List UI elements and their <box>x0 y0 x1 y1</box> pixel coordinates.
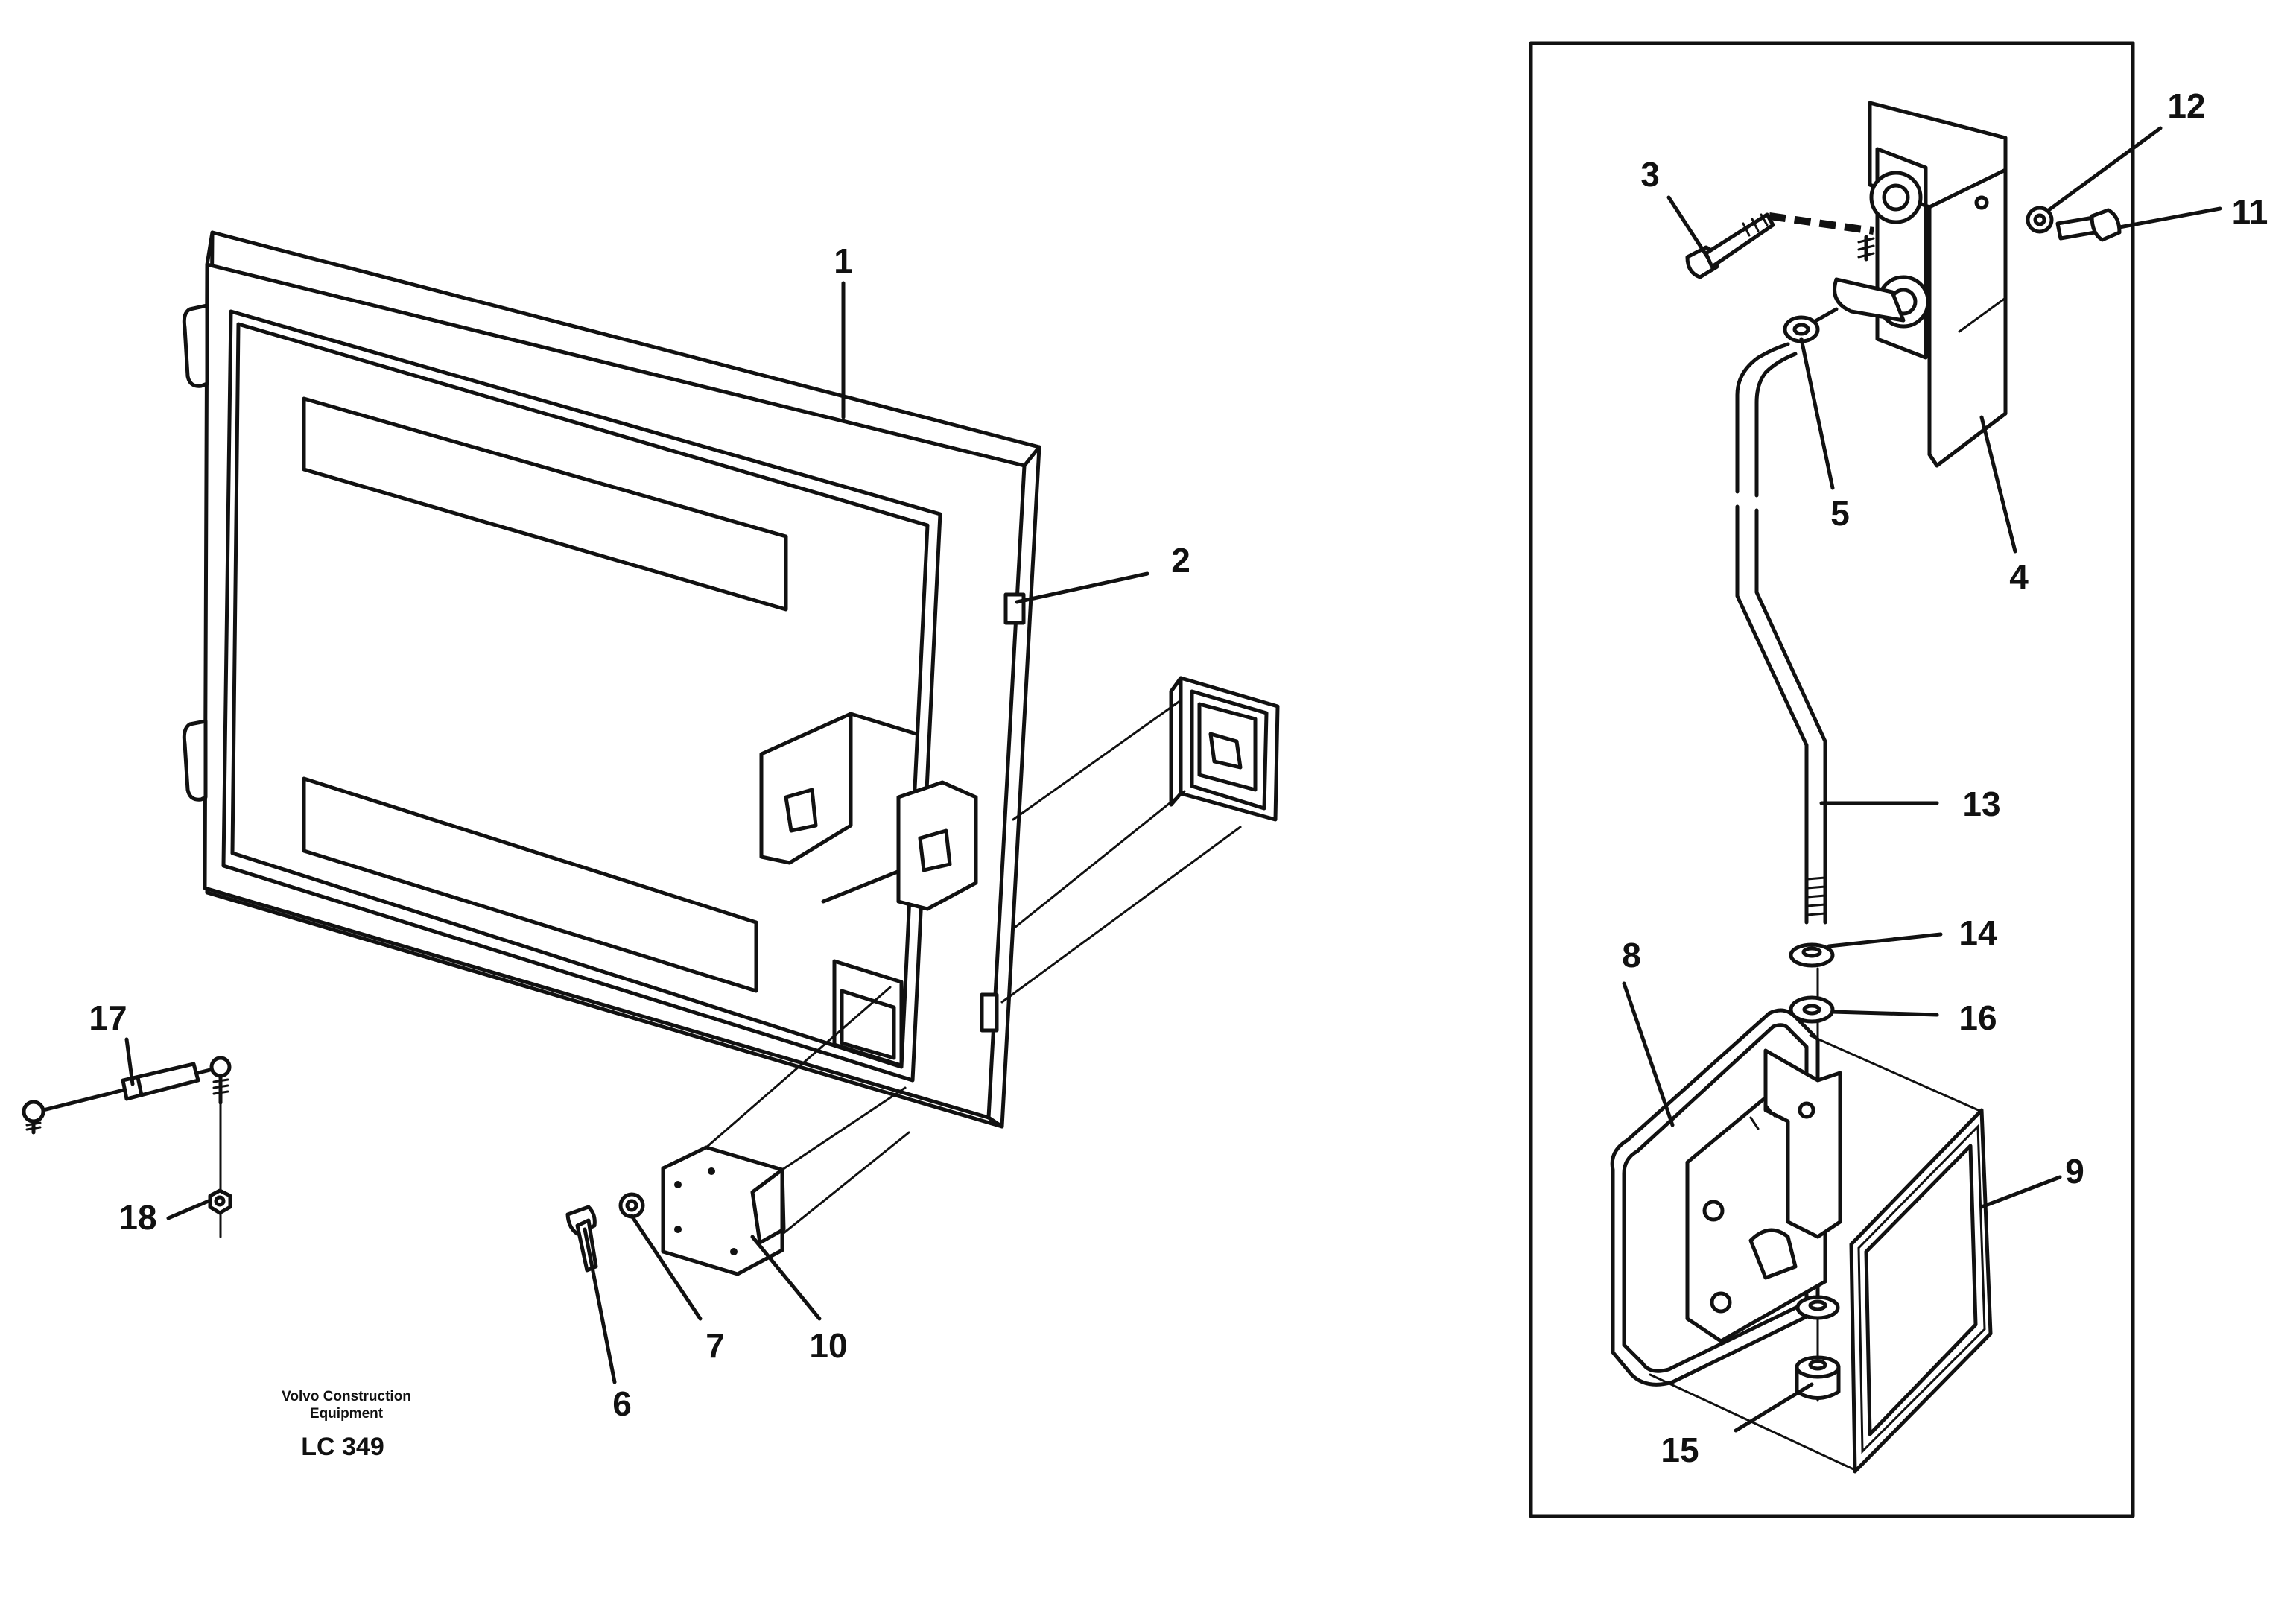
bracket-10-body <box>661 1145 784 1276</box>
item-11-bolt <box>2055 208 2122 242</box>
detail-frame <box>1529 41 2135 1518</box>
leader-lines <box>124 126 2222 1433</box>
callout-10: 10 <box>809 1326 847 1365</box>
lock-brackets <box>759 712 978 1068</box>
handle-recess-assembly <box>1000 676 1280 1004</box>
callout-4: 4 <box>2009 557 2029 596</box>
item-14-spacer <box>1789 942 1835 968</box>
front-bracket <box>896 780 978 911</box>
callout-6: 6 <box>612 1384 632 1423</box>
gasket-outer <box>1849 1108 1993 1474</box>
callout-1: 1 <box>834 241 853 280</box>
upper-hinge <box>182 303 209 388</box>
callout-13: 13 <box>1962 785 2000 823</box>
door-lower-label-plate <box>302 776 758 993</box>
callout-18: 18 <box>118 1198 156 1237</box>
door-panel <box>182 230 1041 1129</box>
strut-cylinder <box>121 1062 200 1101</box>
door-inner-frame <box>221 309 942 1083</box>
item-7-washer <box>618 1192 645 1219</box>
item-16-washer <box>1789 995 1835 1024</box>
item-17-gas-strut <box>22 1056 232 1238</box>
side-clip <box>980 992 999 1033</box>
callout-15: 15 <box>1661 1431 1699 1469</box>
drawing-credit: Volvo Construction Equipment LC 349 <box>282 1389 411 1461</box>
latch-roller-upper <box>1869 171 1923 224</box>
callout-2: 2 <box>1171 541 1190 580</box>
callout-9: 9 <box>2065 1152 2084 1191</box>
item-2-clip <box>1003 592 1026 625</box>
credit-line-1: Volvo Construction <box>282 1389 411 1404</box>
callout-7: 7 <box>705 1326 725 1365</box>
callout-14: 14 <box>1959 913 1997 952</box>
item-15-bushing <box>1795 1355 1841 1400</box>
item-18-nut <box>208 1188 232 1215</box>
item-4-latch <box>1833 101 2008 468</box>
lower-opening <box>832 959 904 1068</box>
lower-hinge <box>182 719 208 802</box>
callout-3: 3 <box>1640 155 1660 194</box>
item-5-clip <box>1783 307 1839 343</box>
callout-8: 8 <box>1622 936 1641 975</box>
callout-labels: 1 2 3 4 5 6 7 8 9 10 11 12 13 14 15 16 1… <box>89 86 2268 1469</box>
callout-5: 5 <box>1830 494 1850 533</box>
lower-washer <box>1795 1295 1840 1320</box>
callout-16: 16 <box>1959 998 1997 1037</box>
item-8-handle-housing <box>1610 1008 1842 1387</box>
item-10-bracket <box>661 986 910 1276</box>
item-9-gasket <box>1849 1108 1993 1474</box>
door-upper-label-plate <box>302 396 788 612</box>
callout-11: 11 <box>2232 192 2268 231</box>
item-3-bolt <box>1685 212 1874 279</box>
callout-17: 17 <box>89 998 127 1037</box>
rear-bracket <box>759 712 853 865</box>
item-12-washer <box>2026 206 2054 234</box>
callout-12: 12 <box>2167 86 2205 125</box>
drawing-code: LC 349 <box>301 1433 384 1461</box>
credit-line-2: Equipment <box>310 1406 384 1422</box>
